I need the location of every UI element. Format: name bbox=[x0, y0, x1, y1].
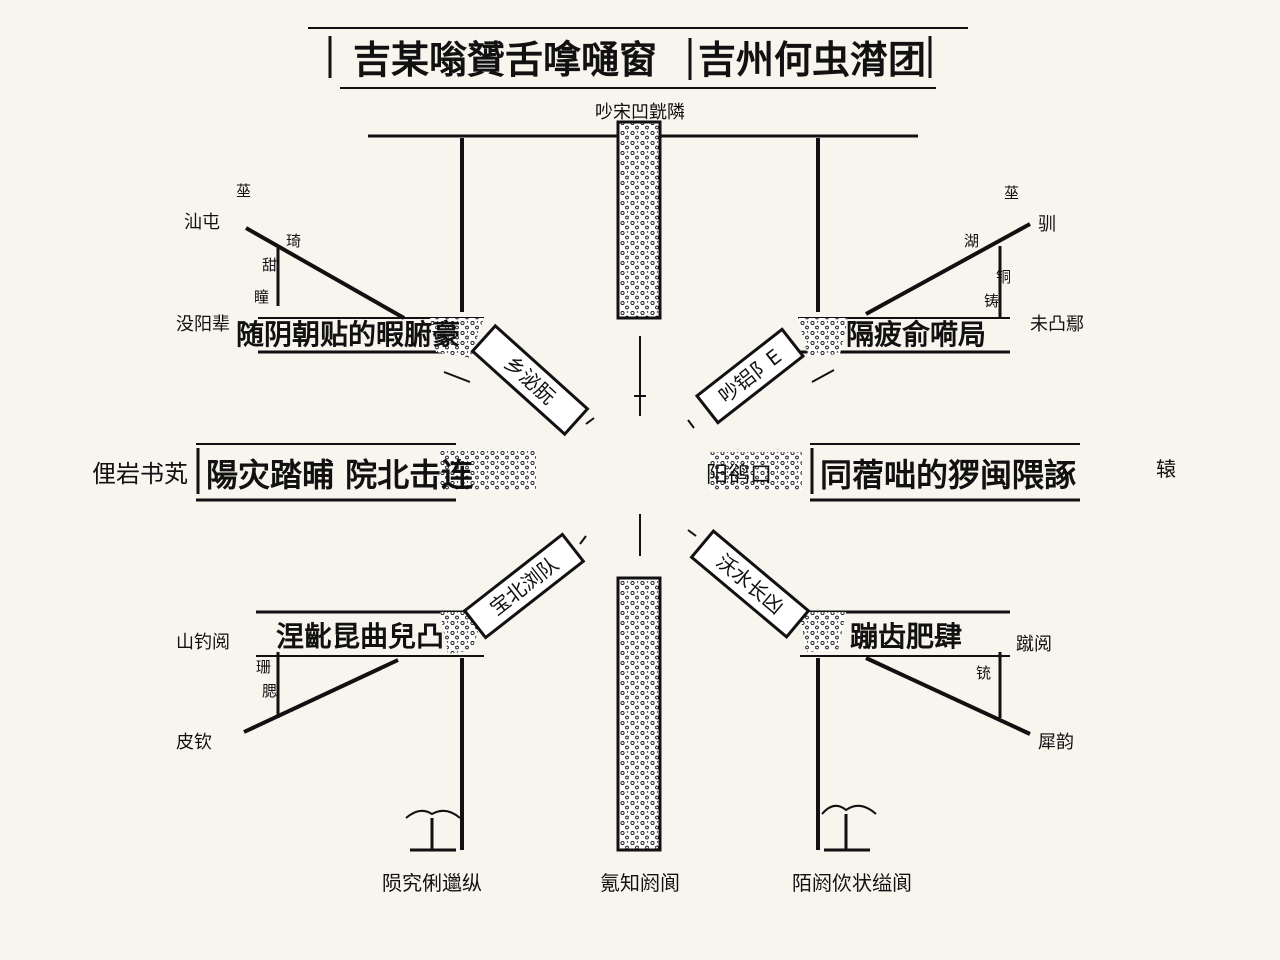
right-plate: 同蓿咄的猡闽隈諑 bbox=[820, 456, 1076, 494]
lower-left-arm: 涅齔昆曲兒凸 山钓阅 皮钦 珊 腮 宝北浏队 bbox=[176, 532, 586, 753]
right-prefix: 阳鹆口 bbox=[706, 463, 772, 488]
lower-right-callout-bottom: 犀韵 bbox=[1038, 732, 1074, 753]
upper-left-callout-side: 没阳辈 bbox=[176, 314, 230, 335]
center-marks bbox=[443, 336, 835, 556]
upper-left-arm: 随阴朝贴的暇腑豪 汕屯 没阳辈 莝 琦 甜 瞳 乡泌朊 bbox=[176, 182, 590, 437]
top-t-bar: 吵宋凹皝隣 bbox=[368, 102, 918, 320]
upper-right-callout-top: 驯 bbox=[1038, 214, 1056, 235]
upper-right-plate: 隔疲俞嗬局 bbox=[846, 318, 986, 351]
upper-left-callout-top: 汕屯 bbox=[184, 212, 220, 233]
right-arm: 阳鹆口 同蓿咄的猡闽隈諑 辕 bbox=[706, 443, 1176, 502]
lower-left-callout-top: 山钓阅 bbox=[176, 632, 230, 653]
left-prefix: 俚岩书芄 bbox=[92, 460, 188, 488]
lower-left-stack-1: 珊 bbox=[256, 658, 271, 676]
lower-right-stack-1: 铳 bbox=[976, 664, 991, 682]
upper-right-stack-2: 湖 bbox=[964, 232, 979, 250]
right-suffix: 辕 bbox=[1156, 457, 1176, 481]
upper-right-stack-3: 铜 bbox=[996, 268, 1011, 286]
top-stem bbox=[616, 120, 662, 320]
left-arm: 俚岩书芄 陽灾踏晡 院北击连 bbox=[92, 443, 536, 502]
upper-right-tag: 吵铝阝E bbox=[694, 327, 806, 425]
upper-right-stack-4: 铸 bbox=[984, 292, 999, 310]
plant-left-icon bbox=[405, 809, 461, 852]
plant-right-icon bbox=[821, 804, 877, 852]
lower-right-tag: 沃水长凶 bbox=[689, 529, 811, 639]
bottom-stem bbox=[616, 576, 662, 852]
top-bar-label: 吵宋凹皝隣 bbox=[595, 102, 685, 123]
upper-right-stack-1: 莝 bbox=[1004, 184, 1019, 202]
lower-left-stack-2: 腮 bbox=[262, 682, 277, 700]
lower-right-plate: 蹦齿肥肆 bbox=[850, 620, 962, 653]
upper-right-callout-side: 未凸鄢 bbox=[1030, 314, 1084, 335]
bottom-label-center: 氪知阏阆 bbox=[600, 871, 680, 895]
upper-right-arm: 隔疲俞嗬局 驯 未凸鄢 莝 湖 铜 铸 吵铝阝E bbox=[694, 184, 1084, 425]
lower-left-plate: 涅齔昆曲兒凸 bbox=[276, 620, 444, 653]
upper-left-plate: 随阴朝贴的暇腑豪 bbox=[236, 318, 460, 351]
bottom-labels: 陨究俐邋纵 氪知阏阆 陌阏佽状缢阆 bbox=[382, 871, 912, 895]
bottom-label-left: 陨究俐邋纵 bbox=[382, 871, 482, 895]
title-right: 吉州何虫潸团 bbox=[698, 38, 926, 82]
lower-right-arm: 蹦齿肥肆 蹴阅 犀韵 铳 沃水长凶 bbox=[689, 529, 1074, 753]
upper-left-stack-1: 莝 bbox=[236, 182, 251, 200]
lower-left-callout-bottom: 皮钦 bbox=[176, 732, 212, 753]
bottom-stem-group bbox=[405, 576, 877, 852]
title-block: 吉某嗡贇舌嗱嗵窗 吉州何虫潸团 bbox=[308, 27, 968, 89]
upper-left-stack-4: 瞳 bbox=[254, 288, 269, 306]
upper-left-stack-3: 甜 bbox=[262, 256, 277, 274]
title-left: 吉某嗡贇舌嗱嗵窗 bbox=[353, 38, 657, 82]
bottom-label-right: 陌阏佽状缢阆 bbox=[792, 871, 912, 895]
lower-left-tag: 宝北浏队 bbox=[462, 532, 586, 640]
upper-left-tag: 乡泌朊 bbox=[470, 323, 590, 437]
left-plate: 陽灾踏晡 院北击连 bbox=[206, 456, 473, 494]
upper-left-stack-2: 琦 bbox=[286, 232, 301, 250]
lower-right-callout-top: 蹴阅 bbox=[1016, 634, 1052, 655]
